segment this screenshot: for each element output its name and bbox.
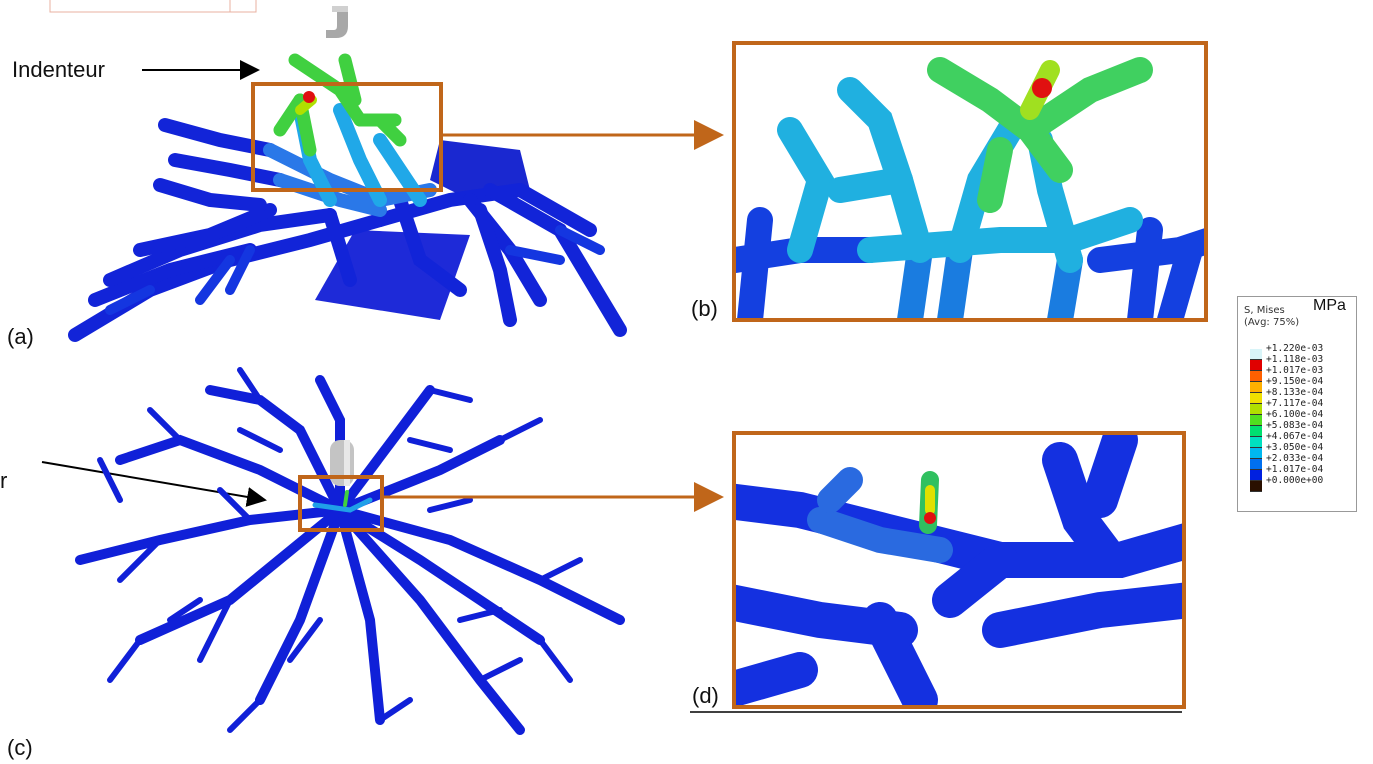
legend-value: +1.118e-03 [1266,354,1324,365]
legend-value: +1.017e-04 [1266,464,1324,475]
panel-a-vessels [68,53,627,342]
legend-value: +7.117e-04 [1266,398,1324,409]
legend-title: S, Mises (Avg: 75%) [1244,305,1299,329]
legend-swatch [1250,470,1262,481]
legend-value: +8.133e-04 [1266,387,1324,398]
panel-c-highlight-box [298,475,384,532]
legend-swatch [1250,382,1262,393]
stress-legend: MPa S, Mises (Avg: 75%) +1.220e-03+1.118… [1237,296,1357,512]
legend-value: +0.000e+00 [1266,475,1324,486]
legend-swatch [1250,415,1262,426]
legend-swatch [1250,371,1262,382]
panel-b-frame [732,41,1208,322]
legend-value: +6.100e-04 [1266,409,1324,420]
legend-title-line1: S, Mises [1244,305,1285,316]
legend-unit: MPa [1313,297,1346,314]
top-left-fragment [49,0,257,13]
legend-swatch [1250,404,1262,415]
panel-c-vessels [75,367,625,735]
panel-c-label: (c) [7,735,33,760]
legend-swatch [1250,481,1262,492]
legend-title-line2: (Avg: 75%) [1244,317,1300,328]
panel-a-highlight-box [251,82,443,192]
legend-value: +3.050e-04 [1266,442,1324,453]
indenteur-label-cut: r [0,468,8,493]
legend-swatch [1250,459,1262,470]
legend-swatch [1250,437,1262,448]
legend-colorbar [1250,349,1262,492]
legend-value: +4.067e-04 [1266,431,1324,442]
legend-swatch [1250,393,1262,404]
panel-d-label: (d) [692,683,719,708]
indenteur-label: Indenteur [12,57,105,82]
indenter-c [330,440,354,486]
legend-values: +1.220e-03+1.118e-03+1.017e-03+9.150e-04… [1266,343,1323,486]
panel-d-zoom [735,434,1183,706]
panel-c-hotspot [312,490,373,513]
legend-swatch [1250,448,1262,459]
legend-value: +1.017e-03 [1266,365,1324,376]
legend-value: +9.150e-04 [1266,376,1324,387]
panel-b-label: (b) [691,296,718,321]
legend-value: +1.220e-03 [1266,343,1324,354]
legend-value: +5.083e-04 [1266,420,1324,431]
legend-swatch [1250,349,1262,360]
panel-a-label: (a) [7,324,34,349]
panel-b-zoom [735,57,1205,319]
legend-value: +2.033e-04 [1266,453,1324,464]
panel-d-frame [732,431,1186,709]
indenter-arrow-c [41,461,267,507]
indenter-top [326,6,348,38]
legend-swatch [1250,426,1262,437]
legend-swatch [1250,360,1262,371]
